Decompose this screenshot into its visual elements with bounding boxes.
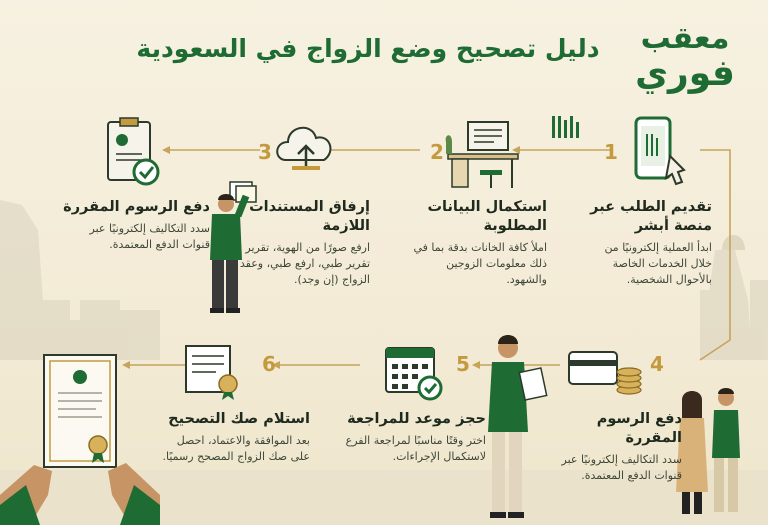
brand-line2: فوري — [635, 53, 735, 94]
step-4-number: 4 — [650, 352, 664, 376]
step-4-desc: سدد التكاليف إلكترونيًا عبر قنوات الدفع … — [561, 452, 682, 482]
phone-tap-icon — [634, 116, 686, 186]
step-2-desc: املأ كافة الخانات بدقة بما في ذلك معلوما… — [413, 240, 547, 286]
step-2: استكمال البيانات المطلوبة املأ كافة الخا… — [412, 198, 547, 288]
step-4: دفع الرسوم المقررة سدد التكاليف إلكتروني… — [552, 410, 682, 484]
step-1: تقديم الطلب عبر منصة أبشر ابدأ العملية إ… — [582, 198, 712, 288]
brand-logo: معقب فوري — [630, 24, 740, 92]
absher-logo — [548, 112, 588, 142]
cloud-upload-icon — [276, 127, 332, 170]
step-fees-top-desc: سدد التكاليف إلكترونيًا عبر قنوات الدفع … — [89, 221, 210, 251]
man-with-paper-illustration — [488, 335, 548, 518]
step-3-title: إرفاق المستندات اللازمة — [249, 199, 370, 234]
step-1-title: تقديم الطلب عبر منصة أبشر — [590, 199, 712, 234]
step-6-title: استلام صك التصحيح — [168, 411, 310, 427]
step-fees-top: دفع الرسوم المقررة سدد التكاليف إلكتروني… — [60, 198, 210, 253]
certificate-icon — [185, 345, 238, 400]
brand-line1: معقب — [640, 21, 730, 56]
step-3-number: 3 — [258, 140, 272, 164]
step-6-desc: بعد الموافقة والاعتماد، احصل على صك الزو… — [162, 433, 310, 463]
step-3-desc: ارفع صورًا من الهوية، تقرير تقرير طبي، ا… — [239, 240, 370, 286]
man-with-documents-illustration — [210, 181, 257, 313]
step-5: حجز موعد للمراجعة اختر وقتًا مناسبًا لمر… — [318, 410, 486, 465]
step-5-desc: اختر وقتًا مناسبًا لمراجعة الفرع لاستكما… — [345, 433, 486, 463]
step-2-number: 2 — [430, 140, 444, 164]
step-3: إرفاق المستندات اللازمة ارفع صورًا من ال… — [232, 198, 370, 288]
calendar-check-icon — [385, 347, 443, 401]
step-6: استلام صك التصحيح بعد الموافقة والاعتماد… — [160, 410, 310, 465]
page-title: دليل تصحيح وضع الزواج في السعودية — [136, 34, 600, 63]
card-coins-icon — [568, 351, 642, 395]
step-fees-top-title: دفع الرسوم المقررة — [63, 199, 210, 215]
step-4-title: دفع الرسوم المقررة — [596, 411, 682, 446]
step-1-desc: ابدأ العملية إلكترونيًا من خلال الخدمات … — [604, 240, 712, 286]
step-6-number: 6 — [262, 352, 276, 376]
hands-holding-certificate-illustration — [0, 354, 160, 525]
step-2-title: استكمال البيانات المطلوبة — [427, 199, 547, 234]
step-5-number: 5 — [456, 352, 470, 376]
absher-icon — [552, 116, 579, 138]
step-5-title: حجز موعد للمراجعة — [347, 411, 486, 427]
couple-illustration — [676, 388, 740, 514]
step-1-number: 1 — [604, 140, 618, 164]
clipboard-check-icon — [107, 117, 160, 186]
desk-computer-icon — [445, 121, 519, 188]
